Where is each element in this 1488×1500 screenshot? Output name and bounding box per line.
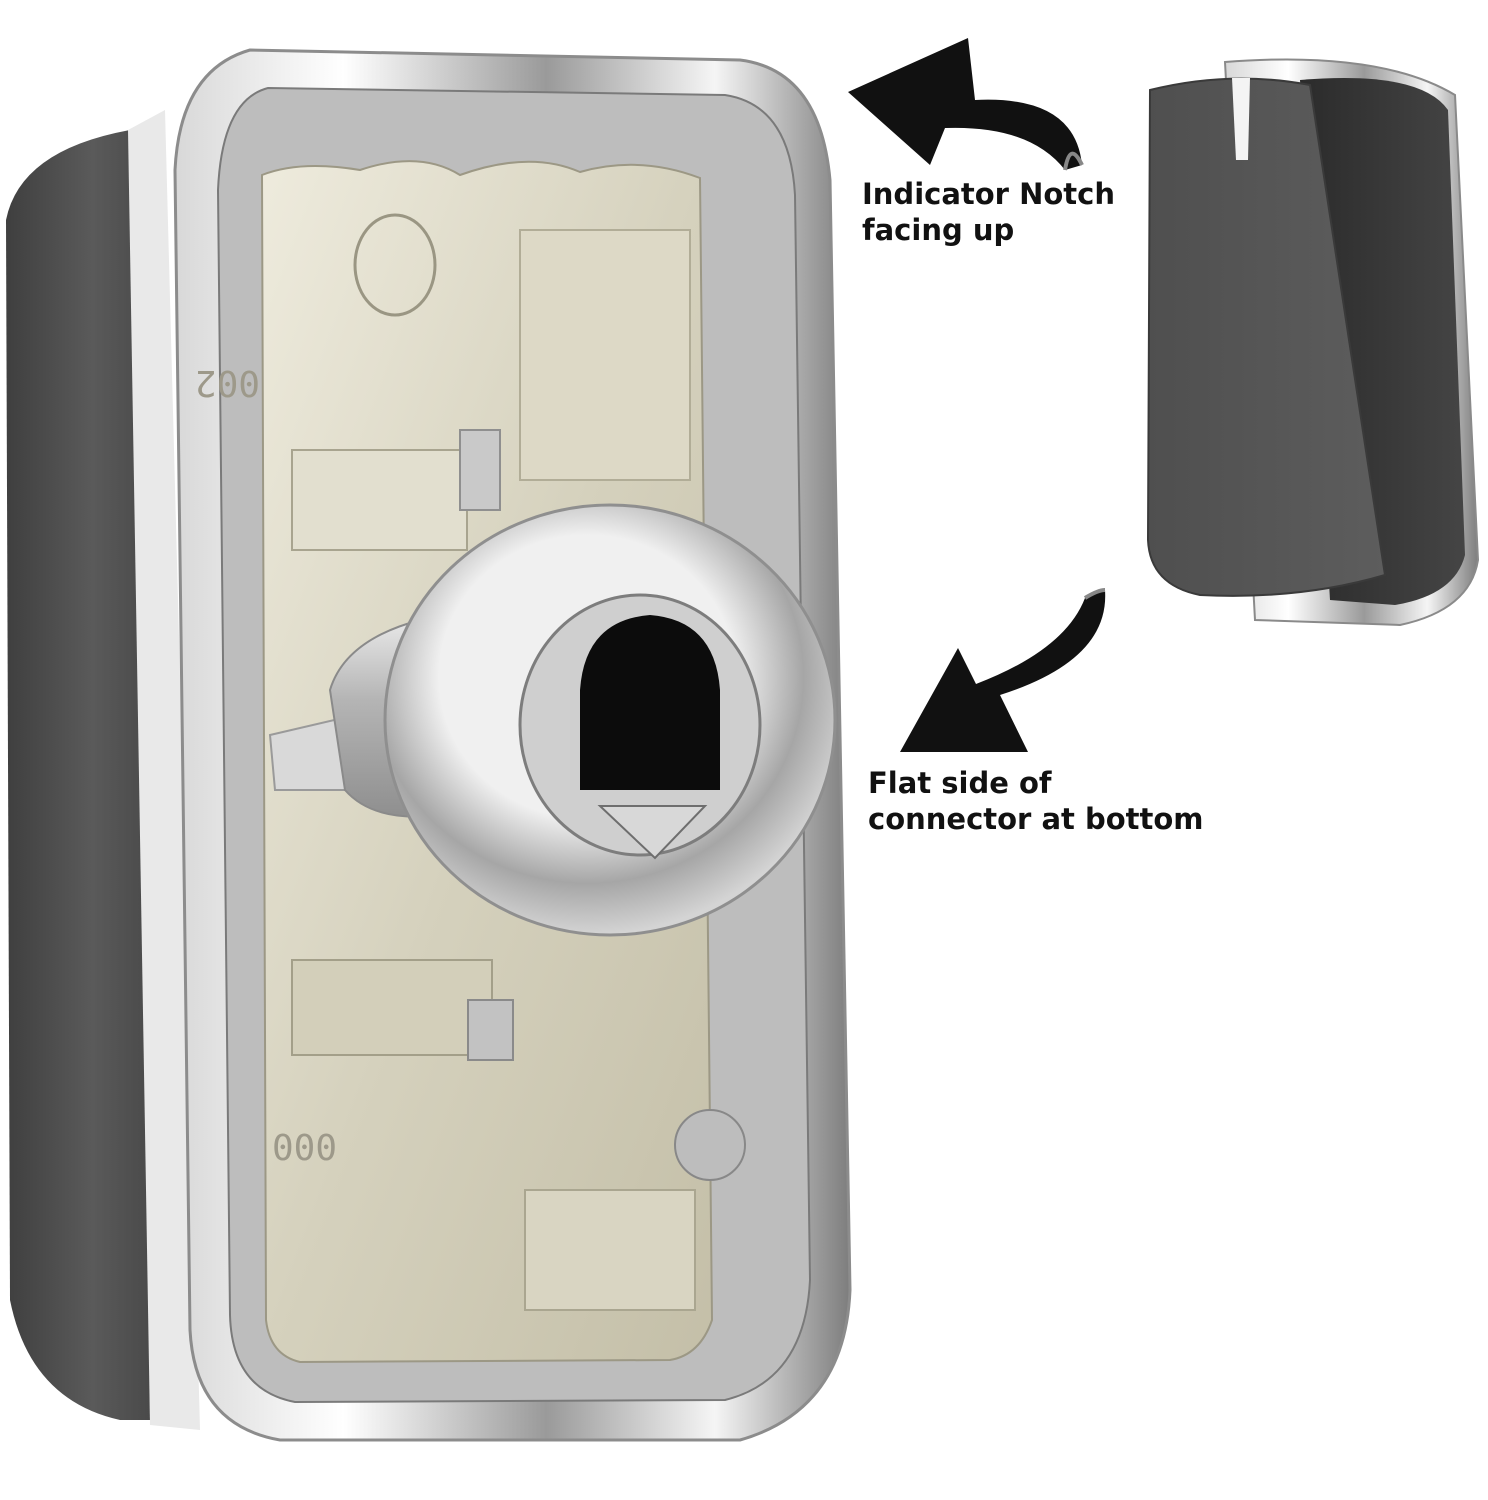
arrow-shadow	[1063, 151, 1084, 171]
upper-clip	[459, 429, 501, 511]
arrow-shadow-lower	[1083, 588, 1106, 600]
knob-back-view: 002 000	[6, 48, 852, 1442]
d-socket	[580, 615, 720, 790]
lower-wall	[524, 1189, 696, 1311]
upper-wall	[519, 229, 691, 481]
caption-flat-line2: connector at bottom	[868, 802, 1204, 836]
knob-edge-strip	[128, 110, 200, 1430]
lower-rib	[291, 959, 493, 1056]
caption-flat-side: Flat side of connector at bottom	[868, 765, 1204, 837]
lower-clip	[467, 999, 514, 1061]
molded-circle	[353, 213, 437, 317]
marking-000: 000	[272, 1128, 337, 1169]
marking-002: 002	[195, 362, 260, 403]
knob-front-view	[1146, 58, 1480, 627]
curved-arrow-up	[848, 38, 1082, 170]
pin-hole	[674, 1109, 746, 1181]
knob-face	[1146, 77, 1387, 597]
arrow-to-notch	[848, 38, 1084, 171]
knob-side-body	[6, 130, 150, 1420]
arrow-to-connector	[900, 588, 1106, 752]
curved-arrow-down	[900, 590, 1106, 752]
caption-notch-line2: facing up	[862, 213, 1015, 247]
caption-flat-line1: Flat side of	[868, 766, 1052, 800]
socket-triangle-mark	[597, 805, 708, 860]
indicator-notch	[1232, 78, 1250, 160]
caption-notch-line1: Indicator Notch	[862, 177, 1115, 211]
upper-rib	[291, 449, 468, 551]
caption-indicator-notch: Indicator Notch facing up	[862, 176, 1115, 248]
